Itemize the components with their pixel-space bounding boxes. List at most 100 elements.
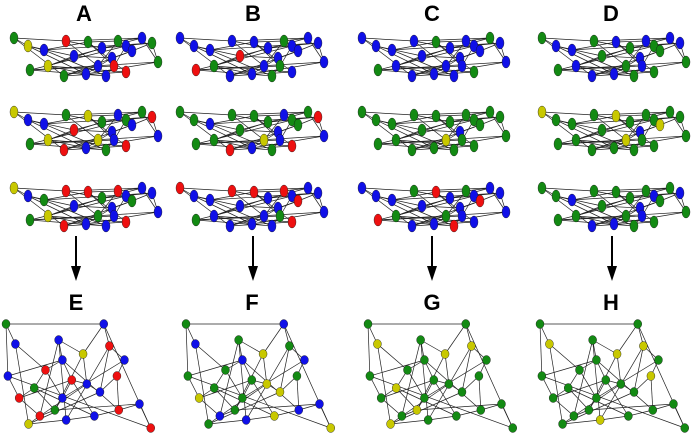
network-node bbox=[409, 108, 419, 122]
network-edge bbox=[571, 49, 635, 77]
network-edge bbox=[225, 369, 243, 399]
panel-label-c: C bbox=[424, 1, 440, 26]
network-node bbox=[457, 209, 467, 223]
network-node bbox=[469, 215, 479, 229]
network-node bbox=[78, 349, 88, 359]
network-node bbox=[205, 43, 215, 57]
network-node bbox=[43, 133, 53, 147]
network-edge bbox=[567, 387, 590, 411]
network-node bbox=[97, 115, 107, 129]
arrow-c-to-g bbox=[427, 236, 437, 281]
network-edge bbox=[395, 215, 435, 225]
network-node bbox=[449, 143, 459, 157]
network-node bbox=[588, 335, 597, 345]
network-node bbox=[420, 393, 429, 403]
network-node bbox=[387, 117, 397, 131]
network-edge bbox=[579, 369, 597, 399]
network-node bbox=[43, 59, 53, 73]
network-node bbox=[227, 108, 237, 122]
network-node bbox=[189, 189, 199, 203]
network-node bbox=[595, 415, 605, 425]
network-edge bbox=[557, 69, 635, 77]
network-node bbox=[621, 59, 631, 73]
network-node bbox=[303, 181, 313, 195]
network-node bbox=[61, 415, 71, 425]
network-edge bbox=[65, 37, 143, 42]
network-edge bbox=[377, 69, 455, 77]
network-node bbox=[25, 137, 35, 151]
network-edge bbox=[461, 345, 472, 393]
network-edge bbox=[82, 353, 88, 385]
network-node bbox=[303, 105, 313, 119]
network-node bbox=[247, 375, 257, 385]
network-node bbox=[373, 63, 383, 77]
network-node bbox=[194, 393, 204, 403]
network-edge bbox=[187, 359, 243, 377]
network-node bbox=[121, 215, 131, 229]
network-node bbox=[69, 199, 79, 213]
network-edge bbox=[591, 71, 655, 77]
network-node bbox=[553, 63, 563, 77]
network-edge bbox=[238, 339, 264, 355]
network-node bbox=[611, 35, 621, 49]
network-node bbox=[639, 341, 648, 351]
network-edge bbox=[253, 114, 285, 117]
network-node bbox=[39, 117, 49, 131]
network-node bbox=[449, 69, 459, 83]
network-edge bbox=[541, 37, 595, 42]
network-edge bbox=[27, 45, 75, 57]
network-node bbox=[175, 31, 185, 45]
network-node bbox=[621, 133, 631, 147]
network-node bbox=[553, 213, 563, 227]
network-edge bbox=[63, 215, 99, 227]
network-edge bbox=[401, 339, 421, 417]
network-edge bbox=[600, 415, 629, 421]
network-edge bbox=[209, 123, 273, 151]
network-node bbox=[81, 141, 91, 155]
network-edge bbox=[99, 345, 110, 393]
network-node bbox=[655, 194, 665, 208]
network-node bbox=[183, 371, 193, 381]
network-d-1 bbox=[537, 31, 691, 83]
network-node bbox=[440, 349, 450, 359]
network-node bbox=[416, 335, 425, 345]
network-node bbox=[597, 123, 607, 137]
network-node bbox=[135, 399, 144, 409]
network-edge bbox=[234, 403, 320, 411]
network-node bbox=[397, 411, 407, 421]
network-node bbox=[441, 59, 451, 73]
network-b-1 bbox=[175, 31, 329, 83]
network-edge bbox=[229, 139, 265, 151]
network-node bbox=[181, 319, 191, 329]
network-node bbox=[655, 44, 665, 58]
network-node bbox=[319, 205, 329, 219]
network-node bbox=[175, 181, 185, 195]
network-edge bbox=[650, 375, 654, 411]
network-node bbox=[303, 31, 313, 45]
network-node bbox=[313, 186, 323, 200]
network-node bbox=[319, 129, 329, 143]
network-node bbox=[137, 31, 147, 45]
network-edge bbox=[588, 403, 674, 411]
network-node bbox=[35, 411, 45, 421]
network-edge bbox=[593, 187, 671, 192]
network-edge bbox=[87, 114, 119, 117]
network-node bbox=[407, 69, 417, 83]
network-node bbox=[537, 105, 547, 119]
network-node bbox=[137, 105, 147, 119]
network-edge bbox=[557, 219, 635, 227]
network-node bbox=[209, 209, 219, 223]
network-node bbox=[93, 59, 103, 73]
network-edge bbox=[361, 187, 413, 227]
network-node bbox=[238, 393, 247, 403]
network-node bbox=[467, 341, 476, 351]
network-node bbox=[648, 405, 657, 415]
network-node bbox=[612, 349, 622, 359]
network-edge bbox=[601, 55, 641, 59]
network-node bbox=[564, 383, 573, 393]
network-node bbox=[287, 65, 297, 79]
network-edge bbox=[251, 379, 275, 417]
network-node bbox=[293, 44, 303, 58]
network-node bbox=[535, 319, 545, 329]
network-c-3 bbox=[357, 181, 511, 233]
